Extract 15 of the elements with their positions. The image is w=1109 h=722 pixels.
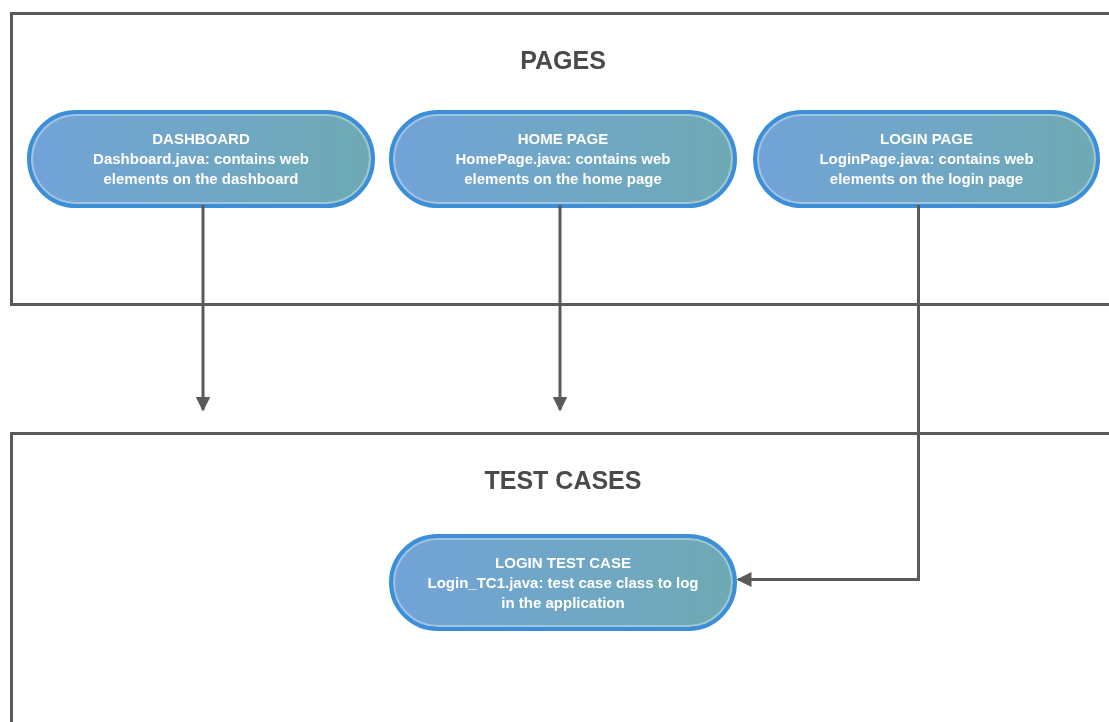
box-description: Login_TC1.java: test case class to log in the application bbox=[426, 572, 700, 613]
group-frame bbox=[10, 432, 1109, 722]
box-heading: DASHBOARD bbox=[152, 129, 250, 149]
box-heading: LOGIN PAGE bbox=[879, 129, 974, 149]
group-title: TEST CASES bbox=[483, 465, 643, 496]
arrow bbox=[736, 205, 920, 587]
arrow bbox=[195, 205, 211, 412]
box-heading: LOGIN TEST CASE bbox=[495, 552, 631, 573]
box-description: Dashboard.java: contains web elements on the dashboard bbox=[92, 149, 310, 189]
arrow bbox=[552, 205, 568, 412]
box-description: HomePage.java: contains web elements on the home page bbox=[454, 149, 672, 189]
group-frame bbox=[10, 12, 1109, 306]
box-description: LoginPage.java: contains web elements on the login page bbox=[818, 149, 1035, 189]
group-title: PAGES bbox=[519, 45, 607, 76]
box-heading: HOME PAGE bbox=[517, 129, 609, 149]
